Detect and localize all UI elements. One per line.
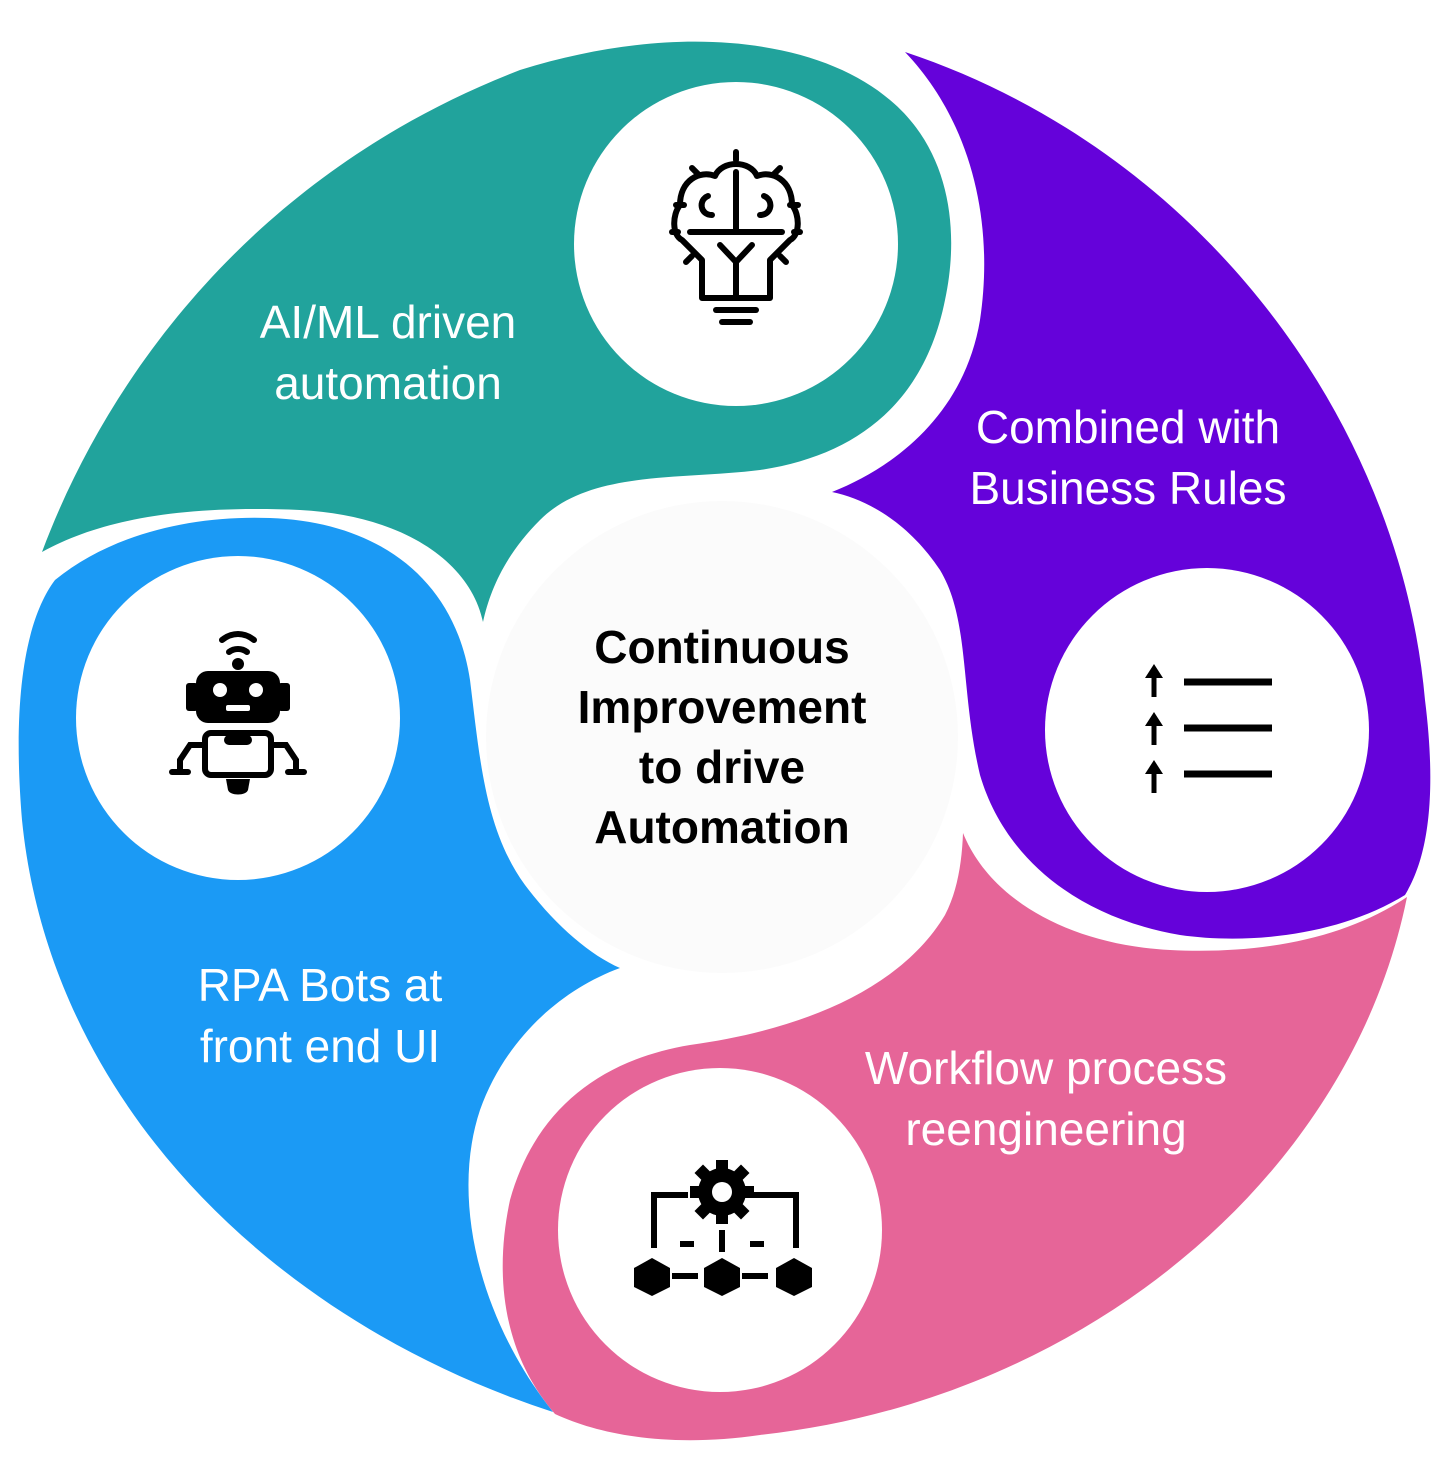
sort-list-arrows-icon [1145, 664, 1272, 793]
segment-label-line: AI/ML driven [259, 296, 517, 348]
center-circle [486, 501, 958, 973]
center-title-line: Continuous [594, 621, 850, 673]
segment-label-line: front end UI [199, 1020, 441, 1072]
segment-label-rpa: RPA Bots at front end UI [120, 955, 520, 1077]
center-title-line: to drive [638, 741, 806, 793]
segment-label-workflow: Workflow process reengineering [846, 1038, 1246, 1160]
center-title: Continuous Improvement to drive Automati… [522, 617, 922, 857]
segment-label-line: Combined with [975, 401, 1281, 453]
segment-label-line: reengineering [905, 1103, 1187, 1155]
segment-label-line: Business Rules [969, 462, 1287, 514]
segment-label-line: Workflow process [864, 1042, 1228, 1094]
segment-label-rules: Combined with Business Rules [928, 397, 1328, 519]
segment-label-line: RPA Bots at [197, 959, 443, 1011]
center-title-line: Improvement [577, 681, 867, 733]
segment-label-line: automation [274, 357, 502, 409]
center-title-line: Automation [594, 801, 850, 853]
brain-lightbulb-icon [669, 149, 803, 325]
workflow-gear-icon [634, 1160, 812, 1296]
icon-circle-ai [574, 82, 898, 406]
segment-label-ai: AI/ML driven automation [188, 292, 588, 414]
robot-icon [169, 631, 307, 795]
